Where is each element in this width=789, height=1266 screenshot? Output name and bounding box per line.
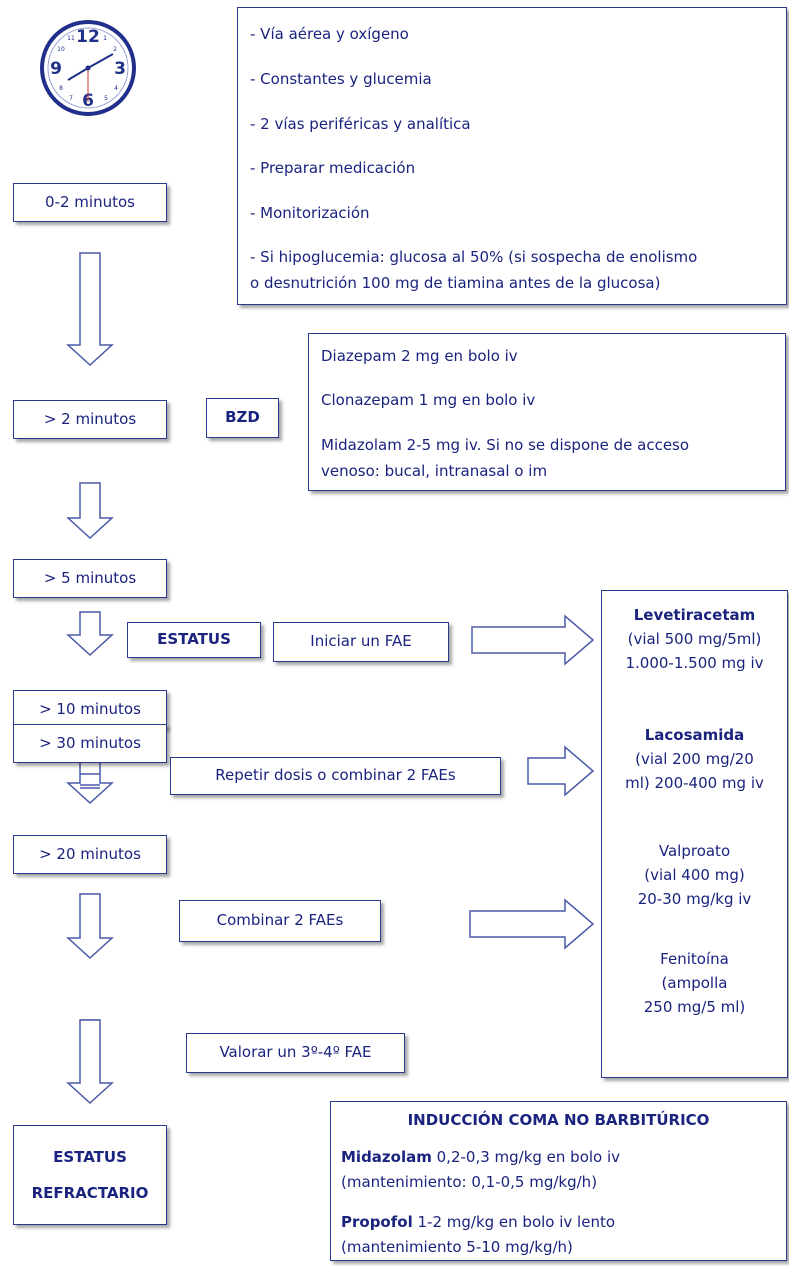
- action-item: o desnutrición 100 mg de tiamina antes d…: [250, 274, 661, 292]
- refractory-line2: REFRACTARIO: [31, 1184, 149, 1202]
- svg-text:10: 10: [57, 46, 65, 53]
- drug-detail: (vial 400 mg): [644, 866, 745, 884]
- drug-detail: 20-30 mg/kg iv: [637, 890, 752, 908]
- fae-drugs-box: Levetiracetam (vial 500 mg/5ml) 1.000-1.…: [601, 590, 788, 1078]
- action-item: - Vía aérea y oxígeno: [250, 25, 409, 43]
- time-step-2: > 2 minutos: [13, 400, 167, 439]
- coma-induction-box: INDUCCIÓN COMA NO BARBITÚRICO Midazolam …: [330, 1101, 787, 1261]
- combine-fae-label: Combinar 2 FAEs: [179, 900, 381, 942]
- action-item: - Preparar medicación: [250, 159, 416, 177]
- svg-text:5: 5: [104, 95, 108, 102]
- repeat-fae-label: Repetir dosis o combinar 2 FAEs: [170, 757, 501, 795]
- svg-text:4: 4: [114, 85, 118, 92]
- drug-detail: (vial 500 mg/5ml): [627, 630, 762, 648]
- coma-drug-propofol: Propofol: [341, 1213, 413, 1231]
- coma-title: INDUCCIÓN COMA NO BARBITÚRICO: [407, 1111, 710, 1129]
- drug-name-lacosamida: Lacosamida: [644, 726, 745, 744]
- estatus-label: ESTATUS: [127, 622, 261, 658]
- time-step-5: > 5 minutos: [13, 559, 167, 598]
- consider-fae-label: Valorar un 3º-4º FAE: [186, 1033, 405, 1073]
- time-step-20: > 20 minutos: [13, 835, 167, 874]
- start-fae-label: Iniciar un FAE: [273, 622, 449, 662]
- bzd-options-box: Diazepam 2 mg en bolo iv Clonazepam 1 mg…: [308, 333, 786, 491]
- drug-detail: 250 mg/5 ml): [643, 998, 746, 1016]
- down-arrow: [66, 1019, 114, 1105]
- svg-text:7: 7: [69, 95, 73, 102]
- clock-number-9: 9: [50, 59, 62, 79]
- action-item: - Constantes y glucemia: [250, 70, 432, 88]
- down-arrow: [66, 893, 114, 960]
- refractory-line1: ESTATUS: [53, 1148, 127, 1166]
- drug-detail: (vial 200 mg/20: [635, 750, 754, 768]
- down-arrow: [66, 252, 114, 367]
- bzd-label: BZD: [206, 398, 279, 438]
- bzd-option: venoso: bucal, intranasal o im: [321, 462, 548, 480]
- down-arrow: [66, 482, 114, 540]
- drug-detail: ml) 200-400 mg iv: [625, 774, 764, 792]
- bzd-option: Diazepam 2 mg en bolo iv: [321, 347, 518, 365]
- right-arrow: [471, 614, 595, 666]
- action-item: - 2 vías periféricas y analítica: [250, 115, 471, 133]
- action-item: - Si hipoglucemia: glucosa al 50% (si so…: [250, 248, 698, 266]
- coma-drug-midazolam: Midazolam: [341, 1148, 432, 1166]
- coma-drug-dose: 1-2 mg/kg en bolo iv lento: [412, 1213, 616, 1231]
- drug-name-levetiracetam: Levetiracetam: [633, 606, 756, 624]
- down-arrow: [66, 611, 114, 657]
- initial-actions-box: - Vía aérea y oxígeno - Constantes y glu…: [237, 7, 787, 305]
- coma-drug-maintenance: (mantenimiento 5-10 mg/kg/h): [341, 1238, 573, 1256]
- refractory-status-box: ESTATUS REFRACTARIO: [13, 1125, 167, 1225]
- time-step-0-2: 0-2 minutos: [13, 183, 167, 222]
- action-item: - Monitorización: [250, 204, 370, 222]
- drug-name-fenitoina: Fenitoína: [660, 950, 729, 968]
- right-arrow: [527, 745, 595, 797]
- bzd-option: Midazolam 2-5 mg iv. Si no se dispone de…: [321, 436, 690, 454]
- drug-detail: 1.000-1.500 mg iv: [625, 654, 764, 672]
- time-step-10: > 10 minutos: [13, 690, 167, 729]
- svg-text:8: 8: [59, 85, 63, 92]
- bzd-option: Clonazepam 1 mg en bolo iv: [321, 391, 536, 409]
- right-arrow: [469, 898, 595, 950]
- clock-number-12: 12: [76, 27, 100, 47]
- svg-text:2: 2: [113, 46, 117, 53]
- coma-drug-dose: 0,2-0,3 mg/kg en bolo iv: [431, 1148, 621, 1166]
- svg-text:11: 11: [67, 35, 75, 42]
- coma-drug-maintenance: (mantenimiento: 0,1-0,5 mg/kg/h): [341, 1173, 598, 1191]
- drug-detail: (ampolla: [661, 974, 728, 992]
- clock-number-3: 3: [114, 59, 126, 79]
- drug-name-valproato: Valproato: [658, 842, 731, 860]
- clock-icon: 12 3 6 9 1 2 4 5 7 8 10 11: [40, 20, 136, 116]
- time-step-30-visible: > 30 minutos: [13, 724, 167, 763]
- svg-text:1: 1: [103, 35, 107, 42]
